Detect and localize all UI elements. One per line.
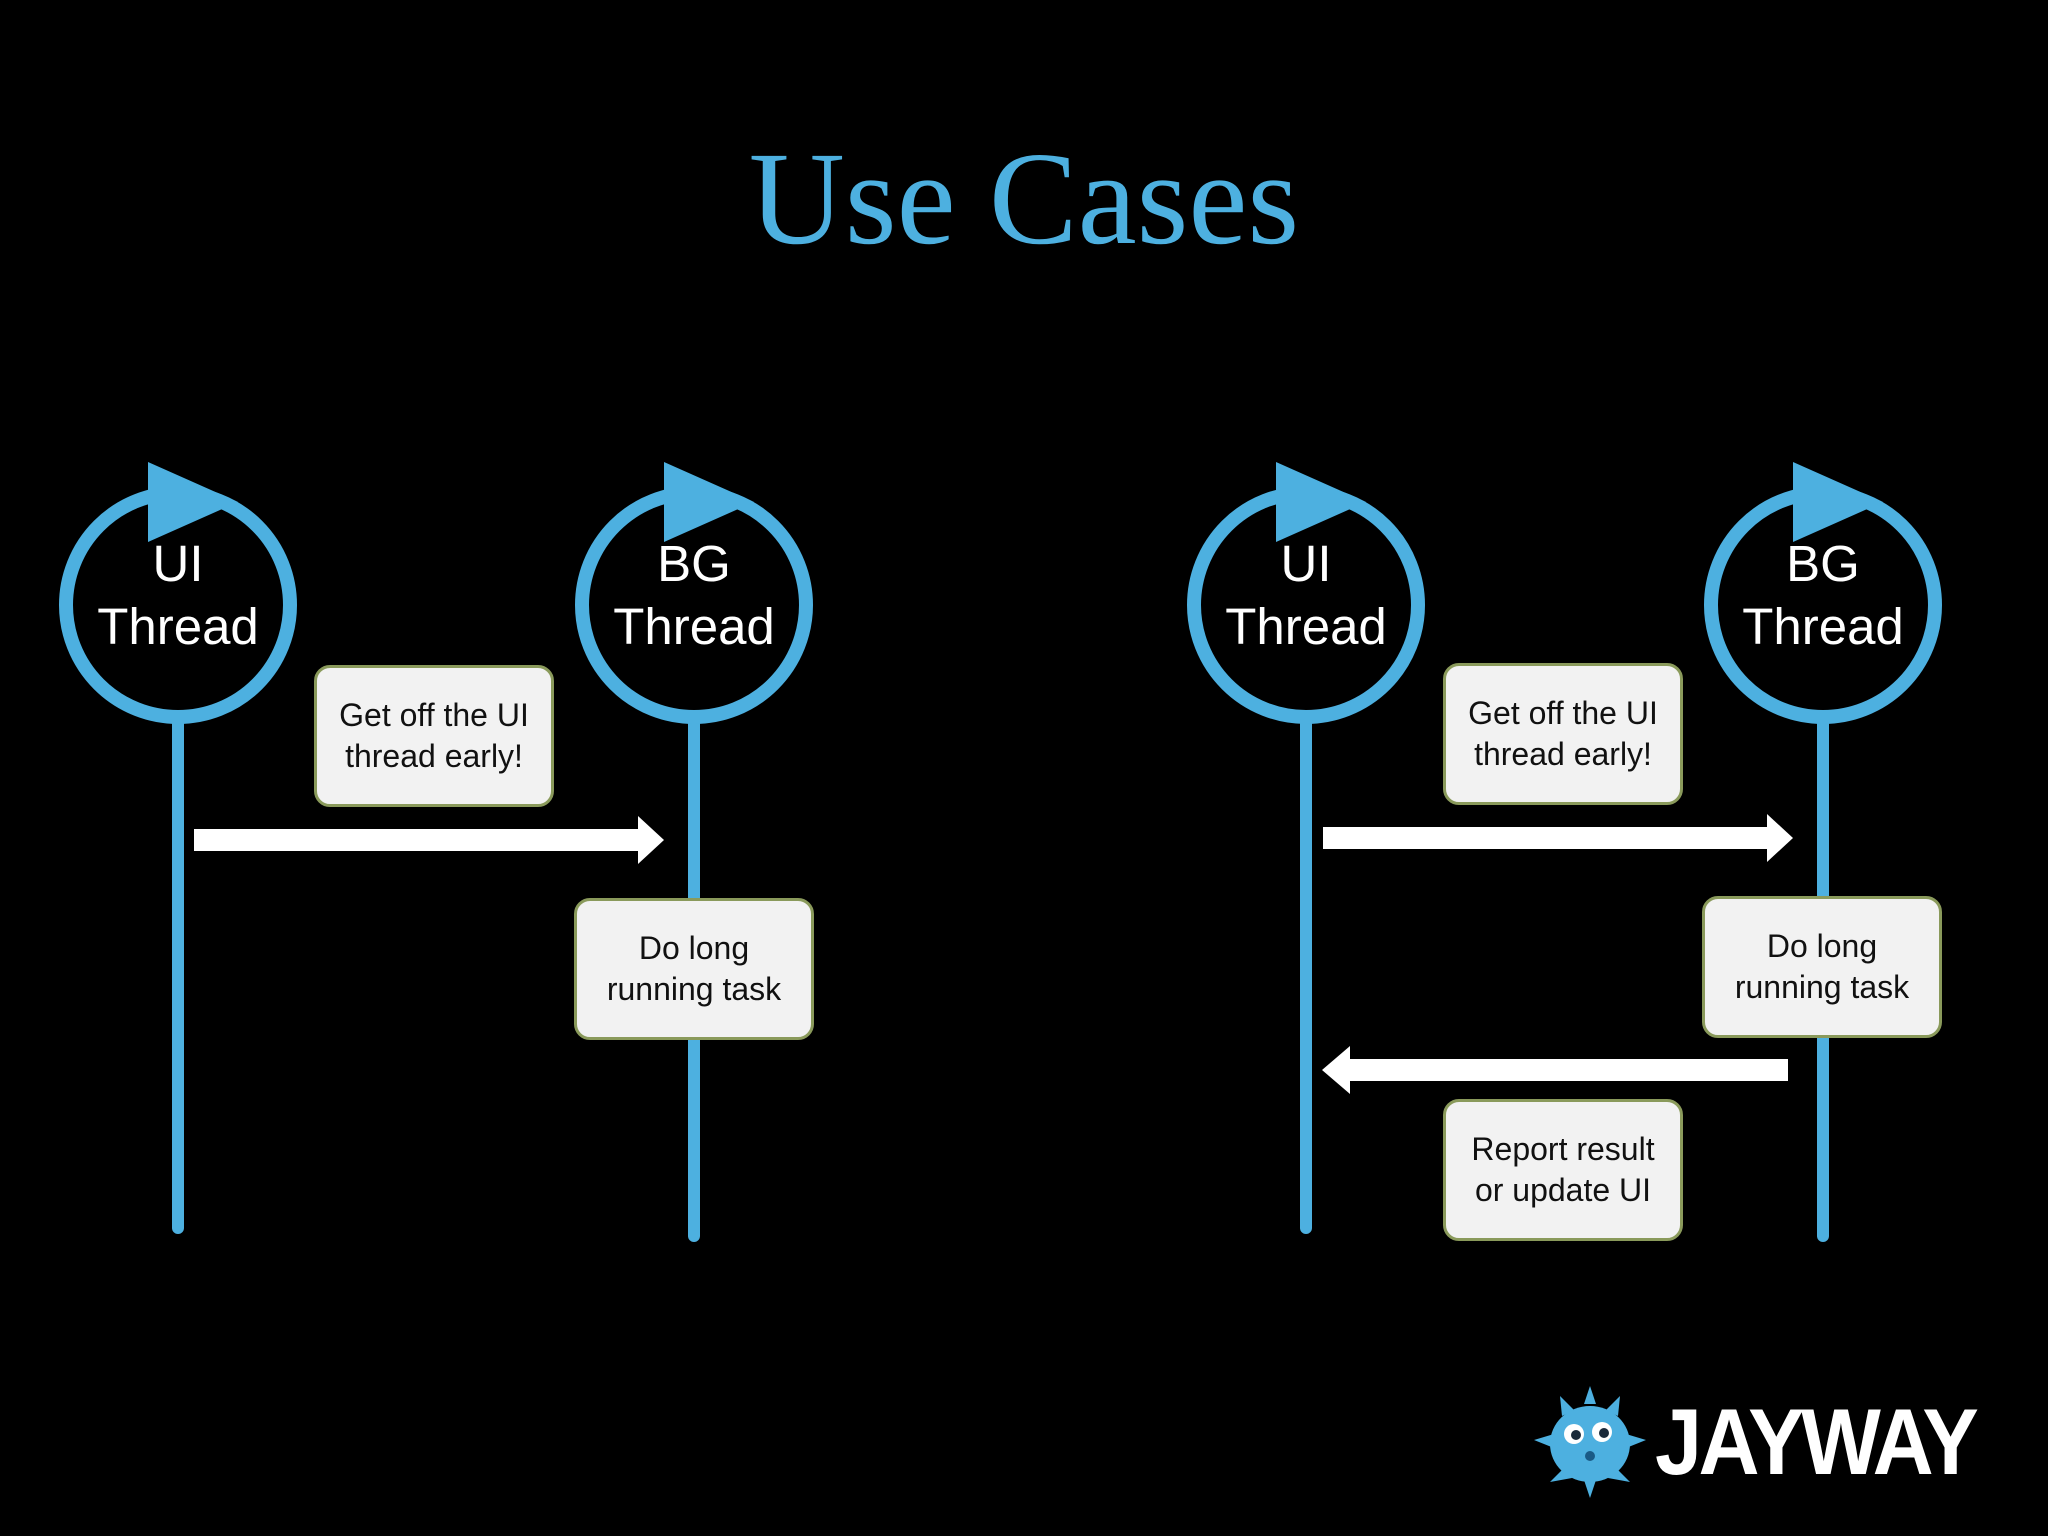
right-ui-thread-label: UI Thread (1196, 532, 1416, 658)
thread-label-line: Thread (1225, 598, 1387, 655)
right-note-get-off-ui-thread: Get off the UI thread early! (1443, 663, 1683, 805)
left-note-long-running-task: Do long running task (574, 898, 814, 1040)
left-ui-cycle-arrow-icon (148, 462, 238, 542)
right-bg-cycle-arrow-icon (1793, 462, 1883, 542)
thread-label-line: Thread (1742, 598, 1904, 655)
thread-label-line: UI (152, 535, 204, 592)
jayway-logo: JAYWAY (1530, 1382, 1979, 1502)
note-text: Get off the UI thread early! (339, 697, 529, 774)
thread-label-line: BG (1786, 535, 1860, 592)
pufferfish-icon (1534, 1386, 1646, 1498)
logo-text: JAYWAY (1655, 1389, 1979, 1494)
right-arrow-right-icon (1323, 814, 1793, 862)
note-text: Report result or update UI (1471, 1131, 1655, 1208)
note-text: Get off the UI thread early! (1468, 695, 1658, 772)
slide-title: Use Cases (748, 124, 1300, 272)
right-bg-thread-label: BG Thread (1713, 532, 1933, 658)
right-diagram (1187, 462, 1942, 1242)
thread-label-line: Thread (97, 598, 259, 655)
left-ui-thread-label: UI Thread (68, 532, 288, 658)
thread-label-line: Thread (613, 598, 775, 655)
thread-label-line: BG (657, 535, 731, 592)
left-bg-cycle-arrow-icon (664, 462, 754, 542)
left-bg-thread-label: BG Thread (584, 532, 804, 658)
thread-label-line: UI (1280, 535, 1332, 592)
left-arrow-right-icon (194, 816, 664, 864)
note-text: Do long running task (606, 930, 782, 1007)
right-arrow-left-icon (1322, 1046, 1788, 1094)
left-note-get-off-ui-thread: Get off the UI thread early! (314, 665, 554, 807)
right-note-report-result: Report result or update UI (1443, 1099, 1683, 1241)
right-note-long-running-task: Do long running task (1702, 896, 1942, 1038)
left-diagram (59, 462, 813, 1242)
note-text: Do long running task (1734, 928, 1910, 1005)
right-ui-cycle-arrow-icon (1276, 462, 1366, 542)
